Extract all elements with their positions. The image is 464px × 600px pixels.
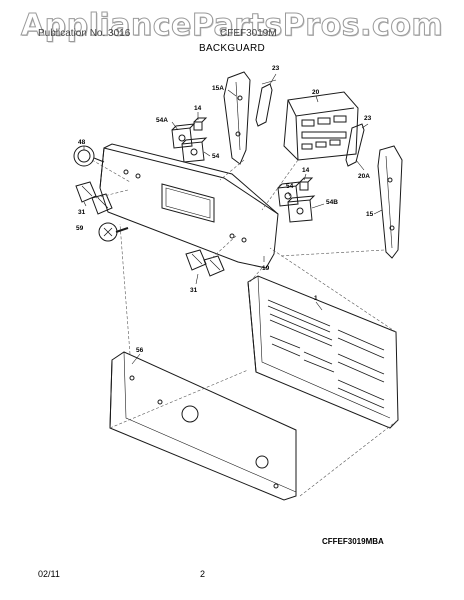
part-23-clip-right[interactable]	[345, 123, 365, 167]
part-54-switch-top[interactable]	[181, 137, 208, 163]
label-part-54a: 54A	[156, 117, 168, 124]
part-1-rear-panel[interactable]	[247, 275, 399, 429]
label-part-31a: 31	[78, 209, 86, 216]
footer-date: 02/11	[38, 569, 60, 579]
part-31-knobs-left[interactable]	[75, 181, 113, 215]
page-number: 2	[200, 569, 206, 579]
label-part-15a: 15A	[212, 85, 224, 92]
label-part-19: 19	[262, 265, 270, 272]
label-part-54-top: 54	[212, 153, 220, 160]
label-part-48: 48	[78, 139, 86, 146]
label-part-23b: 23	[364, 115, 372, 122]
part-56-lower-panel[interactable]	[109, 351, 297, 501]
part-15-bracket[interactable]	[377, 145, 403, 259]
diagram-reference-code: CFFEF3019MBA	[322, 537, 384, 546]
part-20-oven-control[interactable]	[283, 91, 359, 161]
backguard-panel[interactable]	[99, 143, 279, 269]
label-part-31b: 31	[190, 287, 198, 294]
publication-label: Publication No. 3016	[38, 28, 131, 39]
part-15a-bracket[interactable]	[223, 71, 251, 165]
label-part-23a: 23	[272, 65, 280, 72]
model-label: CFEF3019M	[220, 28, 277, 39]
label-part-1: 1	[314, 295, 318, 302]
label-part-59: 59	[76, 225, 84, 232]
label-part-20: 20	[312, 89, 320, 96]
part-54b-switch-mid[interactable]	[287, 195, 316, 223]
label-part-14a: 14	[194, 105, 202, 112]
label-part-54b: 54B	[326, 199, 338, 206]
part-14-switch-mid[interactable]	[299, 177, 314, 191]
watermark: AppliancePartsPros.com	[20, 8, 444, 44]
part-23-clip-left[interactable]	[255, 79, 277, 127]
part-14-switch-top[interactable]	[193, 117, 208, 131]
section-title: BACKGUARD	[198, 43, 266, 54]
part-54a-switch-top[interactable]	[171, 123, 196, 149]
label-part-54-mid: 54	[286, 183, 294, 190]
part-31-knobs-bottom[interactable]	[185, 249, 225, 277]
part-59-screw[interactable]	[98, 222, 129, 242]
part-54-switch-mid[interactable]	[277, 181, 302, 207]
label-part-15: 15	[366, 211, 374, 218]
label-part-14b: 14	[302, 167, 310, 174]
label-part-56: 56	[136, 347, 144, 354]
label-part-20a: 20A	[358, 173, 370, 180]
part-48-knob[interactable]	[73, 145, 105, 167]
